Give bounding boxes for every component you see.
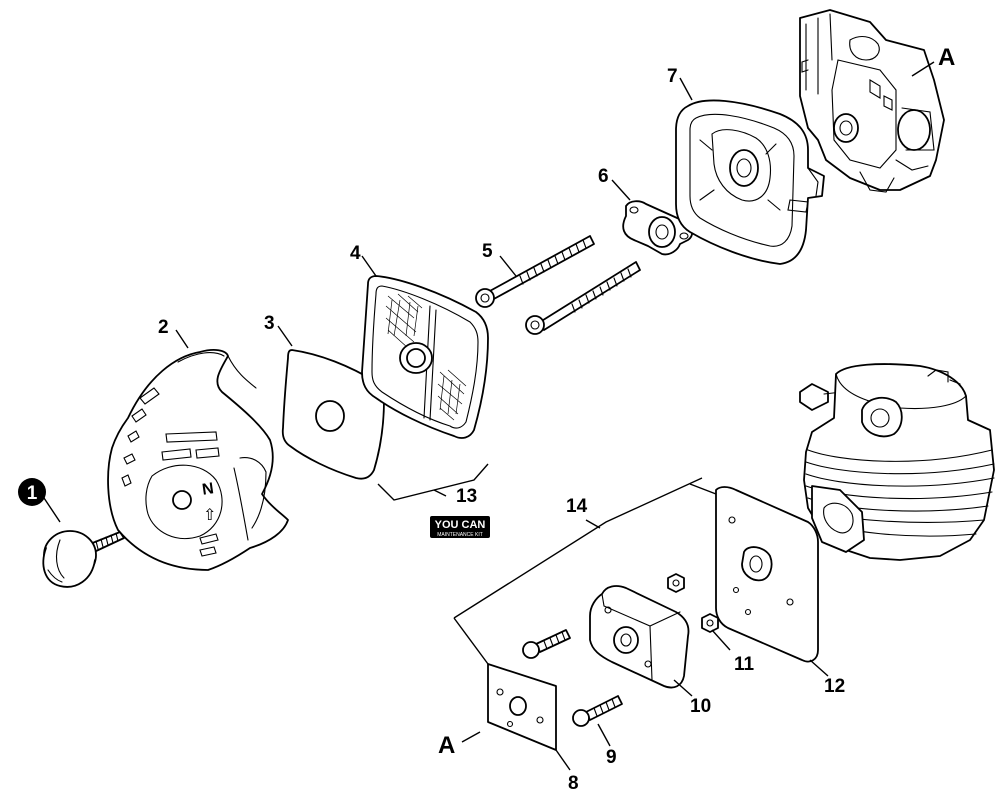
callout-1: 1: [27, 483, 38, 504]
callout-7: 7: [667, 66, 678, 87]
callout-14: 14: [566, 496, 588, 517]
badge-brand: YOU CAN: [435, 519, 486, 531]
part-cylinder: [799, 363, 995, 561]
part-carburetor: [799, 9, 945, 193]
callout-1-marker: 1: [18, 478, 46, 506]
callout-2: 2: [158, 317, 169, 338]
part-gasket-small: [487, 663, 557, 751]
part-short-bolts: [522, 629, 623, 727]
callout-3: 3: [264, 313, 275, 334]
callout-12: 12: [824, 676, 845, 697]
callout-6: 6: [598, 166, 609, 187]
callout-8: 8: [568, 773, 579, 794]
badge-subtitle: MAINTENANCE KIT: [437, 532, 483, 538]
part-bolts: [475, 235, 641, 335]
cover-arrow-marking: ⇧: [203, 505, 216, 524]
callout-10: 10: [690, 696, 711, 717]
reference-letter-top: A: [938, 44, 955, 71]
callout-9: 9: [606, 747, 617, 768]
callout-13: 13: [456, 486, 477, 507]
part-air-filter: [361, 275, 489, 439]
callout-5: 5: [482, 241, 493, 262]
part-nuts: [667, 573, 719, 633]
part-insulator-block: [589, 585, 690, 689]
leader-lines: [43, 61, 935, 771]
part-spacer-bracket: [622, 200, 694, 256]
part-prefilter-pad: [281, 349, 385, 480]
cover-letter-marking: N: [201, 480, 215, 498]
reference-letter-bottom: A: [438, 732, 455, 759]
maintenance-kit-badge: YOU CAN MAINTENANCE KIT: [430, 516, 490, 538]
callout-11: 11: [734, 654, 755, 675]
callout-4: 4: [350, 243, 361, 264]
part-gasket-large: [715, 486, 819, 663]
part-air-cleaner-base: [675, 99, 825, 265]
part-knob: [42, 530, 125, 588]
part-air-cleaner-cover: N ⇧: [107, 349, 289, 571]
